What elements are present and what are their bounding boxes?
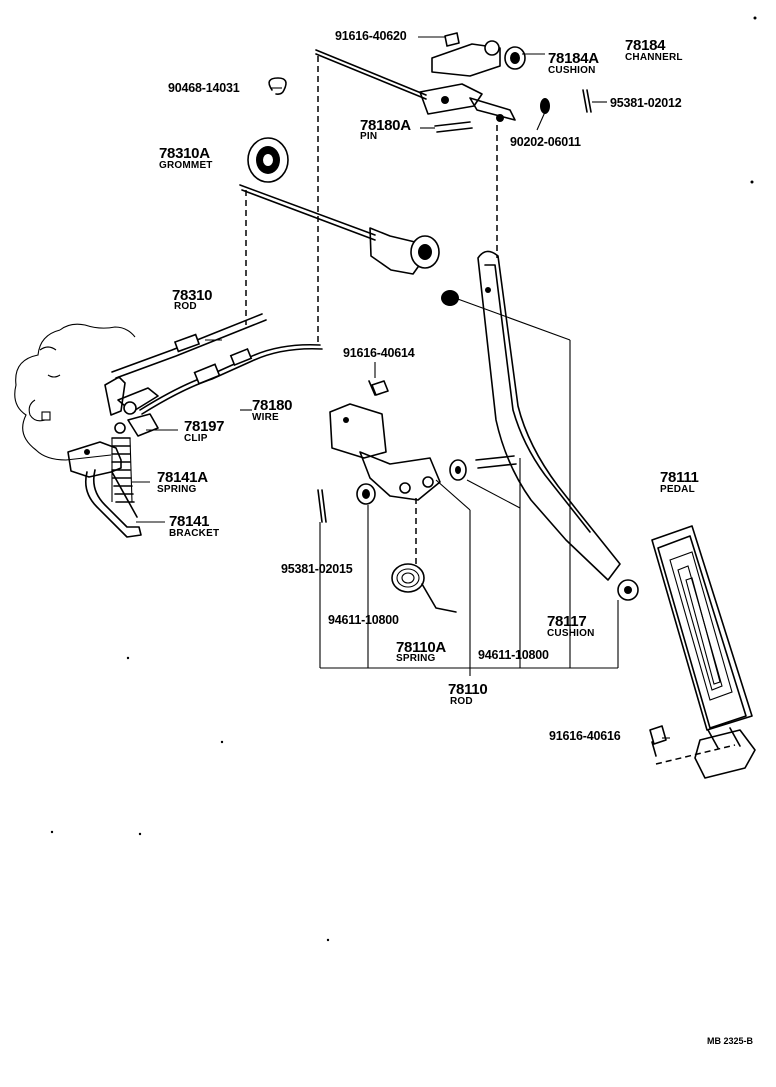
part-number-label: 78310A: [159, 145, 210, 162]
part-name-label: CHANNERL: [625, 52, 683, 63]
part-number-label: 78141: [169, 513, 210, 530]
dashed-leader-lines: [245, 56, 736, 765]
part-number-label: 78110: [448, 681, 488, 698]
part-number-label: 78117: [547, 613, 587, 630]
pedal-78111: [649, 525, 756, 779]
rod-78310-and-wire-78180: [111, 313, 323, 415]
part-number-label: 94611-10800: [478, 648, 549, 662]
part-number-label: 78184A: [548, 50, 599, 67]
part-name-label: GROMMET: [159, 160, 213, 171]
part-name-label: CLIP: [184, 433, 208, 444]
part-number-label: 78197: [184, 418, 225, 435]
part-name-label: CUSHION: [547, 628, 595, 639]
part-number-label: 91616-40616: [549, 729, 621, 743]
part-number-label: 94611-10800: [328, 613, 399, 627]
part-number-label: 90202-06011: [510, 135, 581, 149]
center-support-bracket: [317, 380, 441, 523]
spring-78141a: [111, 437, 135, 503]
part-number-label: 91616-40614: [343, 346, 415, 360]
part-number-label: 90468-14031: [168, 81, 240, 95]
part-name-label: ROD: [174, 301, 197, 312]
diagram-code-label: MB 2325-B: [707, 1036, 754, 1046]
clip-78197: [104, 376, 159, 437]
spring-78110a: [391, 563, 457, 613]
part-number-label: 78141A: [157, 469, 208, 486]
part-number-label: 78111: [660, 469, 699, 486]
accelerator-rod-78110: [441, 250, 639, 601]
part-name-label: SPRING: [396, 653, 436, 664]
part-name-label: WIRE: [252, 412, 279, 423]
throttle-knob-rod: [239, 184, 440, 275]
upper-cable-and-channel: [268, 32, 592, 133]
part-name-label: PEDAL: [660, 484, 695, 495]
grommet-78310a: [247, 137, 289, 183]
part-number-label: 91616-40620: [335, 29, 407, 43]
part-number-label: 78180A: [360, 117, 411, 134]
engine-block-outline: [14, 323, 136, 461]
part-number-label: 78180: [252, 397, 293, 414]
part-number-label: 95381-02012: [610, 96, 682, 110]
part-name-label: ROD: [450, 696, 473, 707]
part-number-label: 78310: [172, 287, 213, 304]
part-number-label: 95381-02015: [281, 562, 353, 576]
part-name-label: BRACKET: [169, 528, 220, 539]
part-name-label: SPRING: [157, 484, 197, 495]
scan-specks: [50, 16, 757, 942]
solid-leader-lines: [132, 36, 670, 739]
part-name-label: PIN: [360, 131, 378, 142]
part-number-label: 78184: [625, 37, 666, 54]
part-name-label: CUSHION: [548, 65, 596, 76]
part-number-label: 78110A: [396, 639, 446, 656]
